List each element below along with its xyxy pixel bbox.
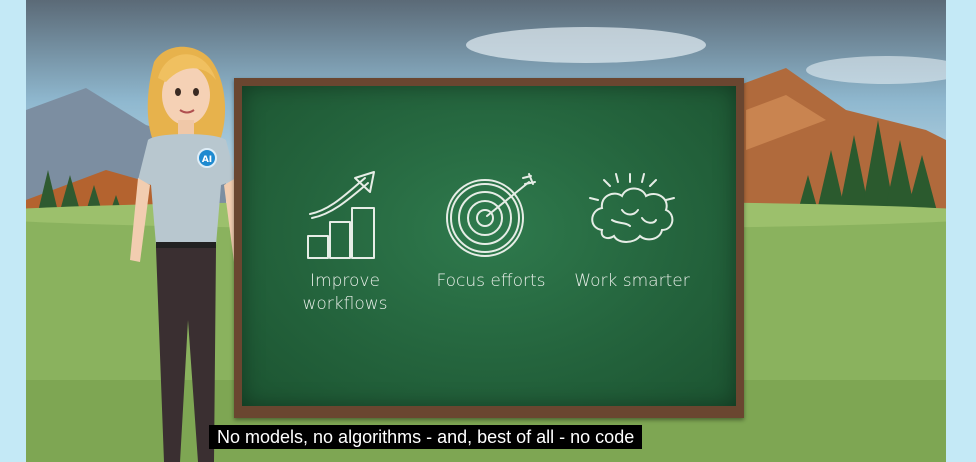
rising-bars-arrow-icon	[307, 171, 375, 259]
board-item-label-improve: Improve	[310, 271, 380, 291]
chalkboard: Improve workflows Focus efforts	[234, 78, 744, 418]
ai-badge-text: AI	[202, 155, 212, 165]
video-frame[interactable]: AI Improve workflows	[26, 0, 946, 462]
board-item-label: Work smarter	[574, 271, 690, 291]
board-item-focus-efforts: Focus efforts	[421, 170, 561, 293]
board-item-improve-workflows: Improve workflows	[275, 170, 415, 316]
video-caption: No models, no algorithms - and, best of …	[209, 425, 643, 449]
board-item-label-workflows: workflows	[302, 294, 388, 314]
board-item-work-smarter: Work smarter	[562, 170, 702, 293]
board-item-label: Focus efforts	[436, 271, 546, 291]
target-arrow-icon	[446, 173, 536, 257]
brain-idea-icon	[589, 173, 675, 243]
